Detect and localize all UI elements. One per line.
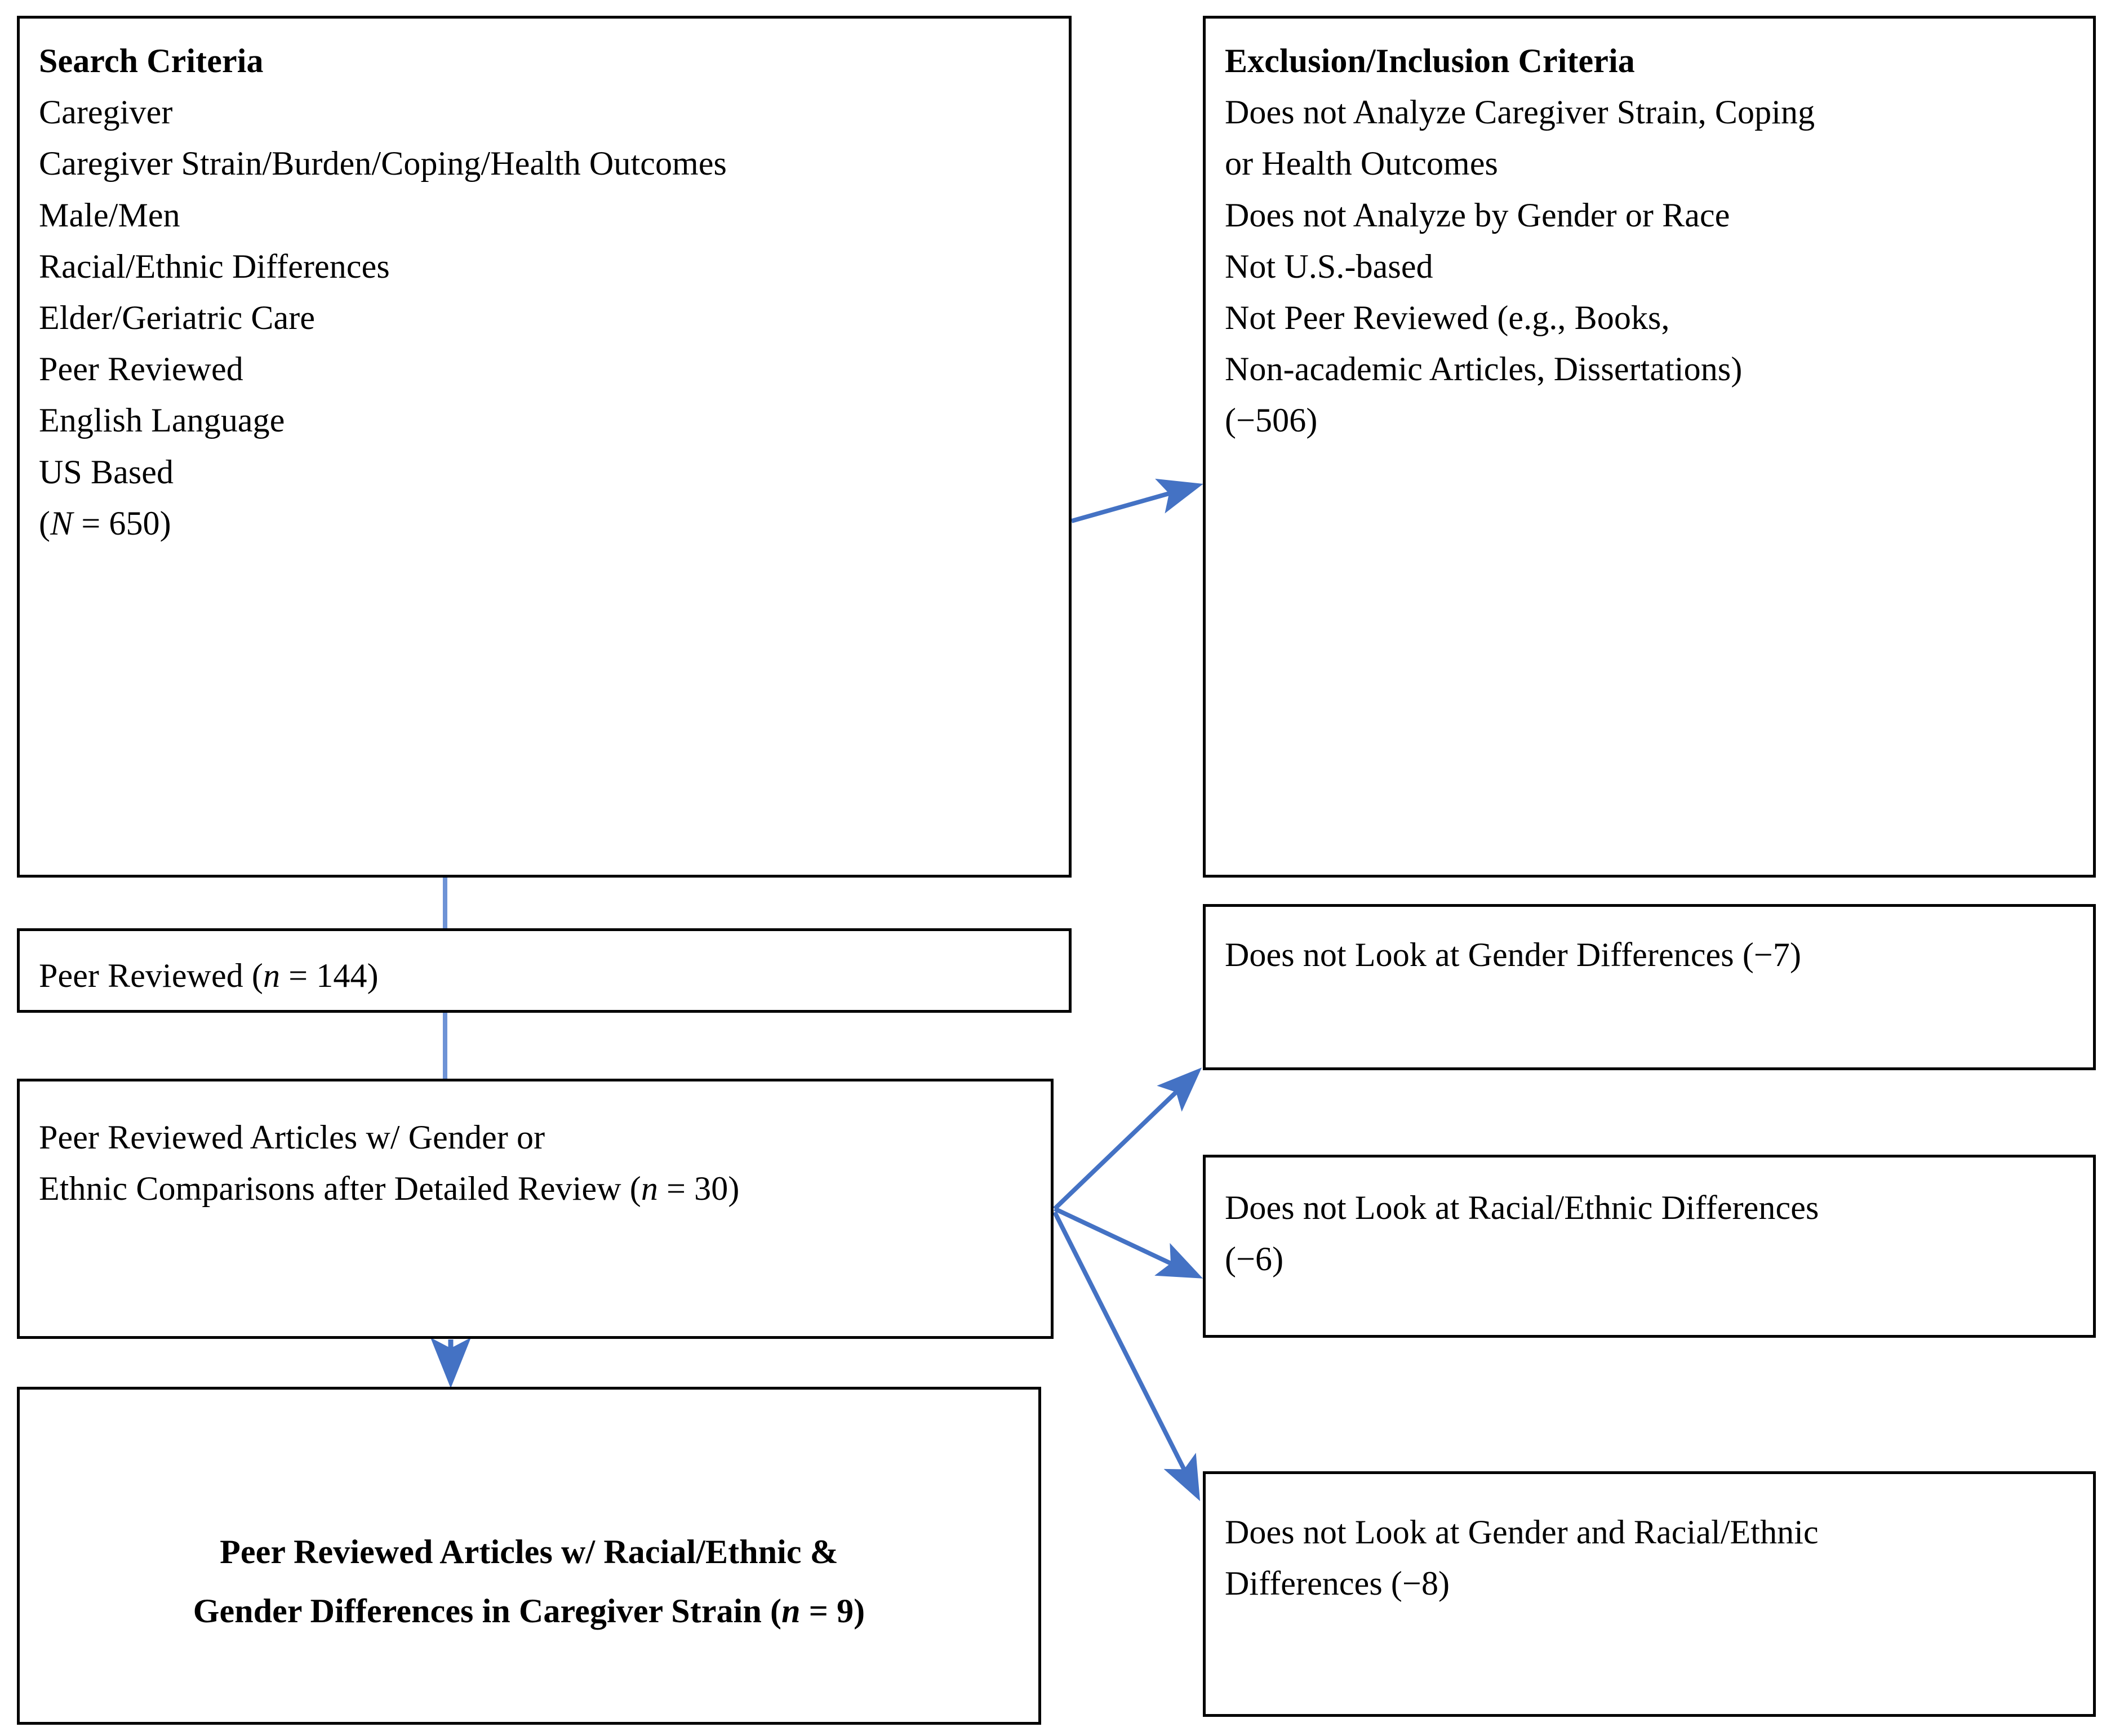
search-criteria-item-7: US Based: [39, 453, 174, 491]
peer-gender-line-2: Ethnic Comparisons after Detailed Review…: [39, 1163, 1032, 1214]
node-exclude-gender-differences: Does not Look at Gender Differences (−7): [1203, 904, 2096, 1070]
peer-gender-count-symbol: n: [641, 1170, 658, 1208]
peer-reviewed-count-value: = 144): [280, 957, 379, 994]
arrow-gender-to-exclude-both: [1052, 1211, 1201, 1502]
search-criteria-item-3: Racial/Ethnic Differences: [39, 247, 390, 285]
node-peer-reviewed-gender: Peer Reviewed Articles w/ Gender or Ethn…: [17, 1079, 1054, 1339]
exclusion-criteria-item-0: Does not Analyze Caregiver Strain, Copin…: [1225, 94, 1815, 131]
node-peer-reviewed: Peer Reviewed (n = 144): [17, 928, 1072, 1013]
count-value: = 650): [73, 504, 171, 542]
search-criteria-count: (N = 650): [39, 498, 1050, 549]
peer-gender-count-value: = 30): [658, 1170, 740, 1208]
node-final-result: Peer Reviewed Articles w/ Racial/Ethnic …: [17, 1387, 1041, 1725]
peer-reviewed-text: Peer Reviewed (: [39, 957, 264, 994]
exclusion-criteria-item-3: Not U.S.-based: [1225, 247, 1433, 285]
exclude-racial-line-1: (−6): [1225, 1240, 1284, 1278]
exclude-both-line-0: Does not Look at Gender and Racial/Ethni…: [1225, 1514, 1819, 1551]
node-exclude-both-differences: Does not Look at Gender and Racial/Ethni…: [1203, 1471, 2096, 1717]
exclusion-criteria-item-4: Not Peer Reviewed (e.g., Books,: [1225, 299, 1670, 336]
node-exclude-racial-differences: Does not Look at Racial/Ethnic Differenc…: [1203, 1155, 2096, 1338]
exclusion-criteria-item-1: or Health Outcomes: [1225, 145, 1498, 182]
exclusion-criteria-count: (−506): [1225, 402, 1318, 439]
search-criteria-item-4: Elder/Geriatric Care: [39, 299, 316, 336]
search-criteria-item-1: Caregiver Strain/Burden/Coping/Health Ou…: [39, 145, 727, 182]
peer-gender-line-1: Peer Reviewed Articles w/ Gender or: [39, 1119, 545, 1156]
arrow-gender-to-exclude-racial: [1054, 1207, 1203, 1279]
count-symbol: N: [50, 504, 73, 542]
peer-gender-text: Ethnic Comparisons after Detailed Review…: [39, 1170, 641, 1208]
peer-reviewed-label: Peer Reviewed (n = 144): [39, 950, 1050, 1001]
search-criteria-item-2: Male/Men: [39, 196, 180, 234]
arrow-search-to-exclusion: [1070, 478, 1203, 523]
search-criteria-item-0: Caregiver: [39, 94, 173, 131]
final-result-count-symbol: n: [781, 1592, 801, 1630]
exclusion-criteria-title: Exclusion/Inclusion Criteria: [1225, 42, 1635, 79]
count-prefix: (: [39, 504, 51, 542]
exclude-gender-line-0: Does not Look at Gender Differences (−7): [1225, 936, 1802, 973]
peer-reviewed-count-symbol: n: [263, 957, 281, 994]
search-criteria-item-6: English Language: [39, 402, 285, 439]
exclusion-criteria-item-2: Does not Analyze by Gender or Race: [1225, 196, 1730, 234]
node-exclusion-criteria: Exclusion/Inclusion Criteria Does not An…: [1203, 16, 2096, 878]
exclusion-criteria-item-5: Non-academic Articles, Dissertations): [1225, 350, 1743, 388]
node-search-criteria: Search Criteria Caregiver Caregiver Stra…: [17, 16, 1072, 878]
arrow-gender-to-exclude-gender: [1053, 1067, 1202, 1210]
final-result-line-2: Gender Differences in Caregiver Strain (…: [20, 1582, 1038, 1641]
final-result-line-1: Peer Reviewed Articles w/ Racial/Ethnic …: [220, 1533, 838, 1570]
final-result-text: Gender Differences in Caregiver Strain (: [193, 1592, 782, 1630]
exclude-racial-line-0: Does not Look at Racial/Ethnic Differenc…: [1225, 1189, 1819, 1226]
search-criteria-item-5: Peer Reviewed: [39, 350, 243, 388]
final-result-count-value: = 9): [800, 1592, 865, 1630]
search-criteria-title: Search Criteria: [39, 42, 264, 79]
exclude-both-line-1: Differences (−8): [1225, 1565, 1450, 1603]
